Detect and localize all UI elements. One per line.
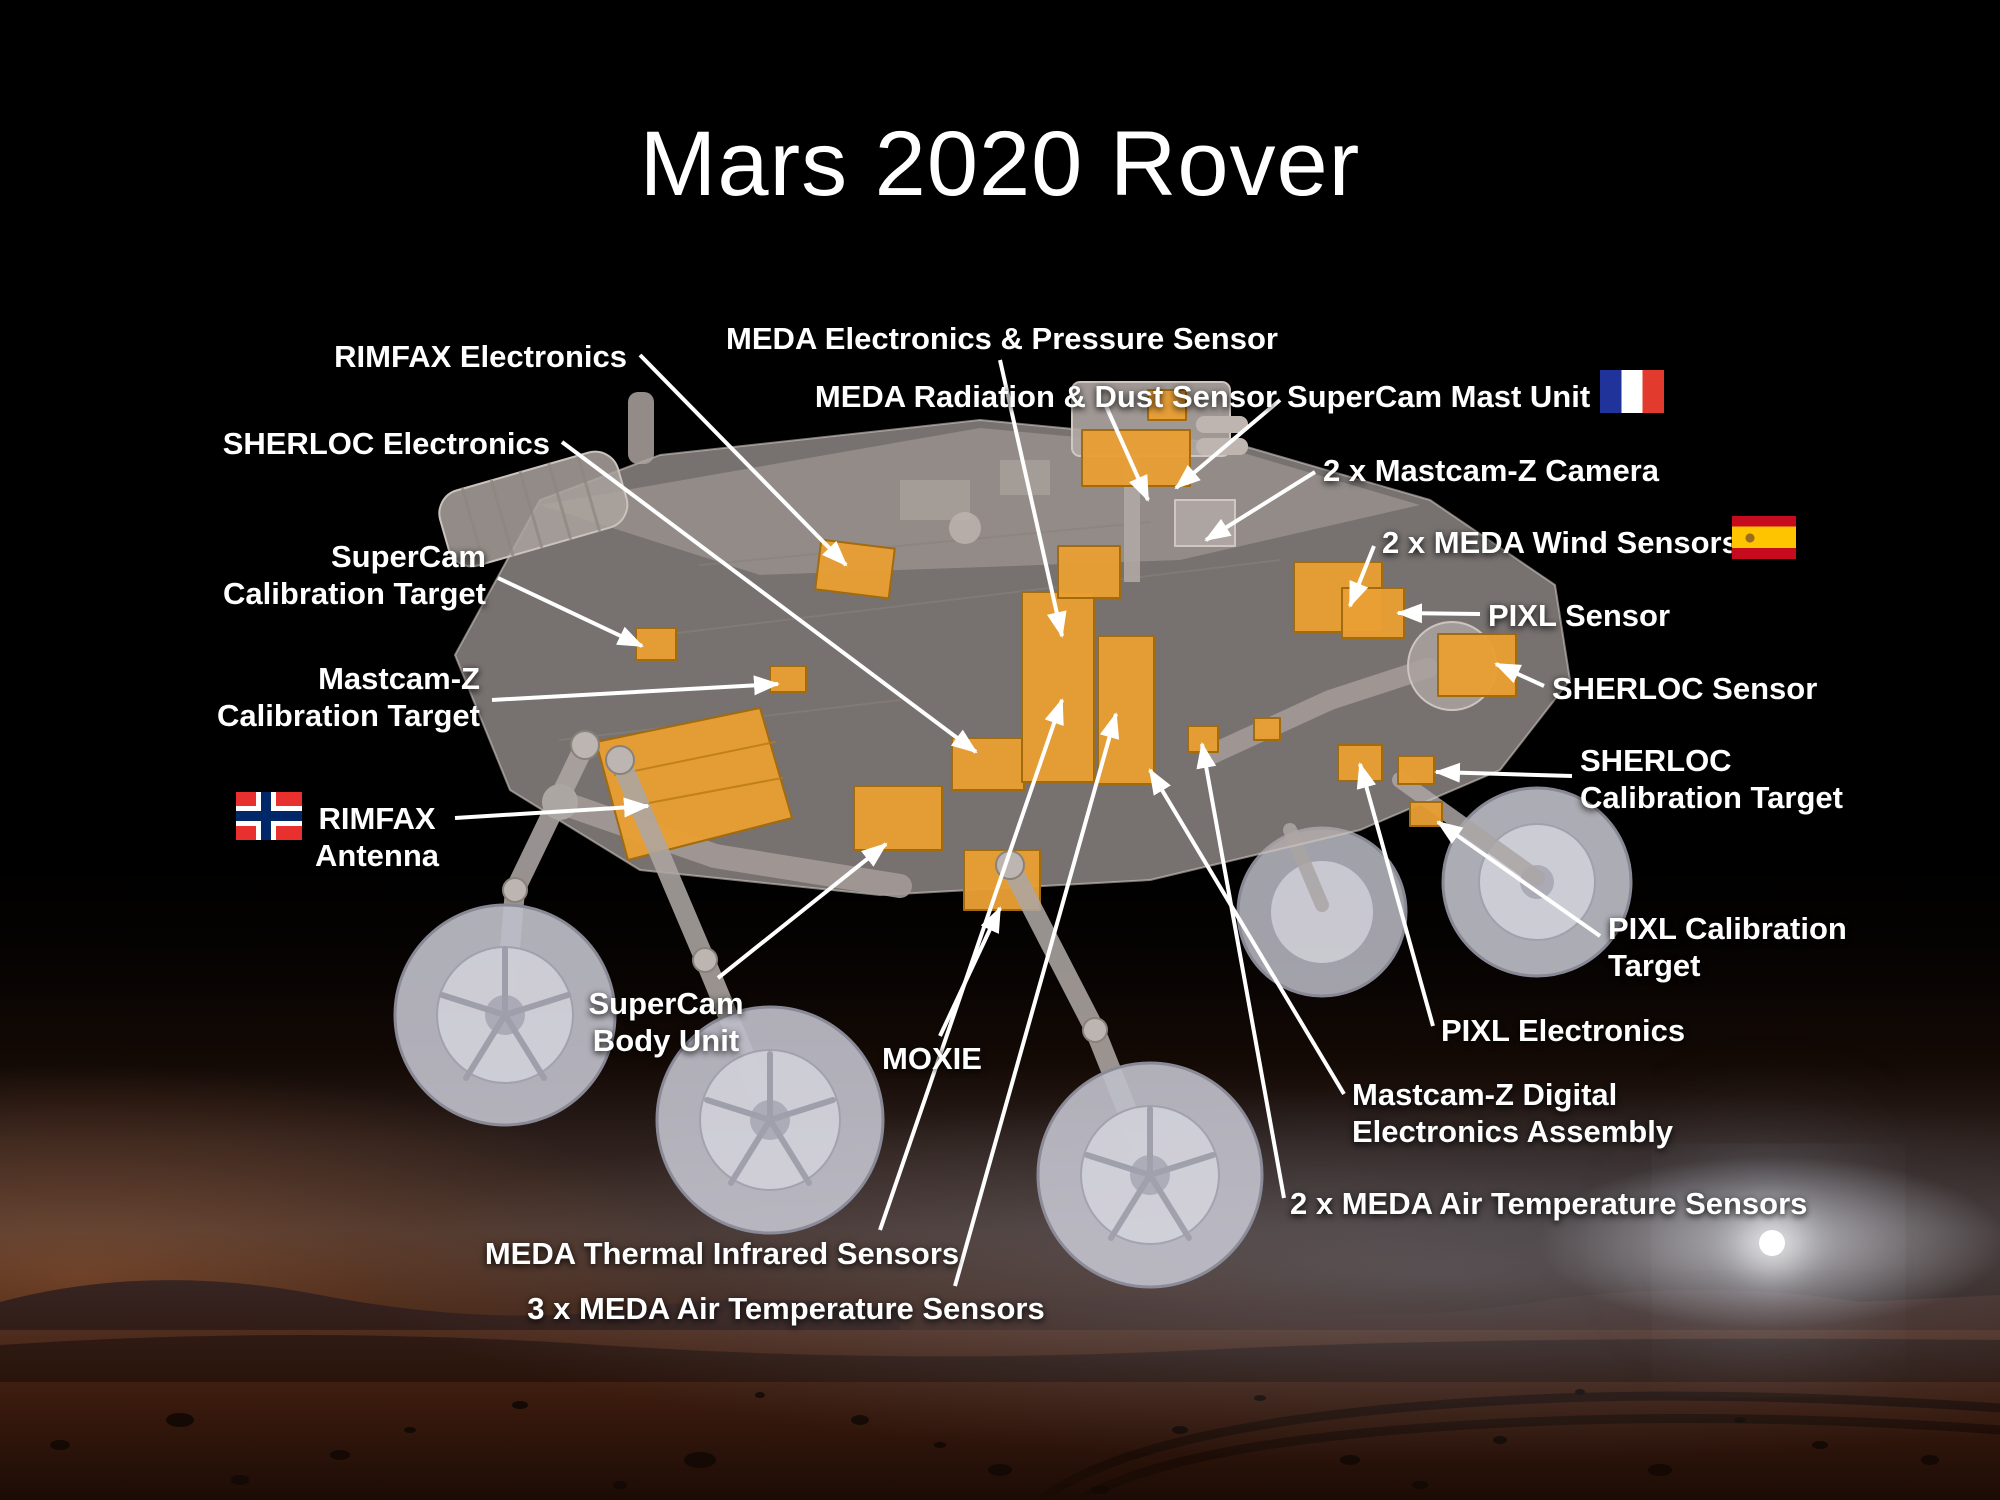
callout-line-mastcam-z-digital-electronics-assembly: [1148, 768, 1346, 1096]
label-moxie: MOXIE: [882, 1041, 982, 1076]
callout-line-sherloc-calibration-target: [1434, 762, 1573, 783]
spain-flag-icon: [1732, 516, 1796, 559]
callout-line-meda-radiation-dust-sensor: [1104, 405, 1150, 502]
callout-line-pixl-sensor: [1396, 603, 1481, 624]
callout-line-meda-wind-sensors-2x: [1348, 545, 1376, 608]
callout-line-mastcam-z-camera-2x: [1204, 470, 1317, 542]
france-flag-icon: [1600, 370, 1664, 413]
callout-line-mastcam-z-calibration-target: [491, 675, 780, 702]
label-meda-air-temperature-sensors-3x: 3 x MEDA Air Temperature Sensors: [527, 1291, 1045, 1326]
callout-line-supercam-body-unit: [716, 842, 888, 980]
label-supercam-mast-unit: SuperCam Mast Unit: [1287, 379, 1591, 414]
label-meda-air-temperature-sensors-2x: 2 x MEDA Air Temperature Sensors: [1290, 1186, 1808, 1221]
callout-line-supercam-calibration-target: [497, 576, 644, 648]
label-meda-thermal-infrared-sensors: MEDA Thermal Infrared Sensors: [484, 1236, 960, 1271]
label-rimfax-electronics: RIMFAX Electronics: [334, 339, 627, 374]
label-meda-electronics-pressure-sensor: MEDA Electronics & Pressure Sensor: [726, 321, 1278, 356]
callout-line-pixl-calibration-target: [1436, 820, 1602, 938]
label-sherloc-sensor: SHERLOC Sensor: [1552, 671, 1818, 706]
label-pixl-electronics: PIXL Electronics: [1441, 1013, 1686, 1048]
callout-line-pixl-electronics: [1356, 762, 1435, 1027]
label-meda-wind-sensors-2x: 2 x MEDA Wind Sensors: [1382, 525, 1739, 560]
callout-line-rimfax-antenna: [454, 797, 650, 820]
callout-line-sherloc-sensor: [1494, 662, 1545, 688]
label-sherloc-electronics: SHERLOC Electronics: [222, 426, 550, 461]
diagram-title: Mars 2020 Rover: [639, 113, 1361, 215]
callout-line-meda-thermal-infrared-sensors: [878, 698, 1064, 1231]
callout-line-meda-air-temperature-sensors-3x: [953, 712, 1120, 1287]
label-meda-radiation-dust-sensor: MEDA Radiation & Dust Sensor: [814, 379, 1278, 414]
label-pixl-sensor: PIXL Sensor: [1488, 598, 1671, 633]
norway-flag-icon: [236, 792, 302, 840]
label-mastcam-z-camera-2x: 2 x Mastcam-Z Camera: [1323, 453, 1659, 488]
